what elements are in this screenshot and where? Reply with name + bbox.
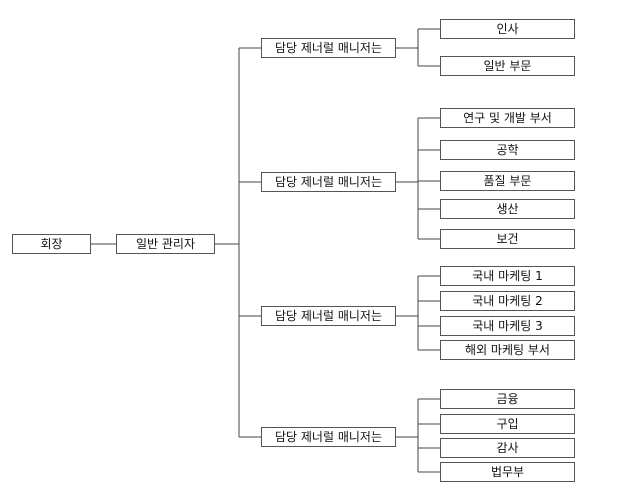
node-dept-domestic-marketing-3[interactable]: 국내 마케팅 3	[440, 316, 575, 336]
node-dept-health[interactable]: 보건	[440, 229, 575, 249]
node-general-manager-3[interactable]: 담당 제너럴 매니저는	[261, 306, 396, 326]
node-dept-domestic-marketing-1[interactable]: 국내 마케팅 1	[440, 266, 575, 286]
node-general-manager-1[interactable]: 담당 제너럴 매니저는	[261, 38, 396, 58]
node-dept-purchasing[interactable]: 구입	[440, 414, 575, 434]
node-dept-domestic-marketing-2[interactable]: 국내 마케팅 2	[440, 291, 575, 311]
node-dept-rnd[interactable]: 연구 및 개발 부서	[440, 108, 575, 128]
node-dept-legal[interactable]: 법무부	[440, 462, 575, 482]
node-dept-overseas-marketing[interactable]: 해외 마케팅 부서	[440, 340, 575, 360]
node-dept-finance[interactable]: 금융	[440, 389, 575, 409]
node-dept-hr[interactable]: 인사	[440, 19, 575, 39]
node-dept-quality[interactable]: 품질 부문	[440, 171, 575, 191]
node-general-manager-2[interactable]: 담당 제너럴 매니저는	[261, 172, 396, 192]
node-chairman[interactable]: 회장	[12, 234, 91, 254]
node-general-manager-4[interactable]: 담당 제너럴 매니저는	[261, 427, 396, 447]
node-dept-engineering[interactable]: 공학	[440, 140, 575, 160]
node-dept-audit[interactable]: 감사	[440, 438, 575, 458]
node-dept-general-affairs[interactable]: 일반 부문	[440, 56, 575, 76]
node-dept-production[interactable]: 생산	[440, 199, 575, 219]
node-general-administrator[interactable]: 일반 관리자	[116, 234, 215, 254]
